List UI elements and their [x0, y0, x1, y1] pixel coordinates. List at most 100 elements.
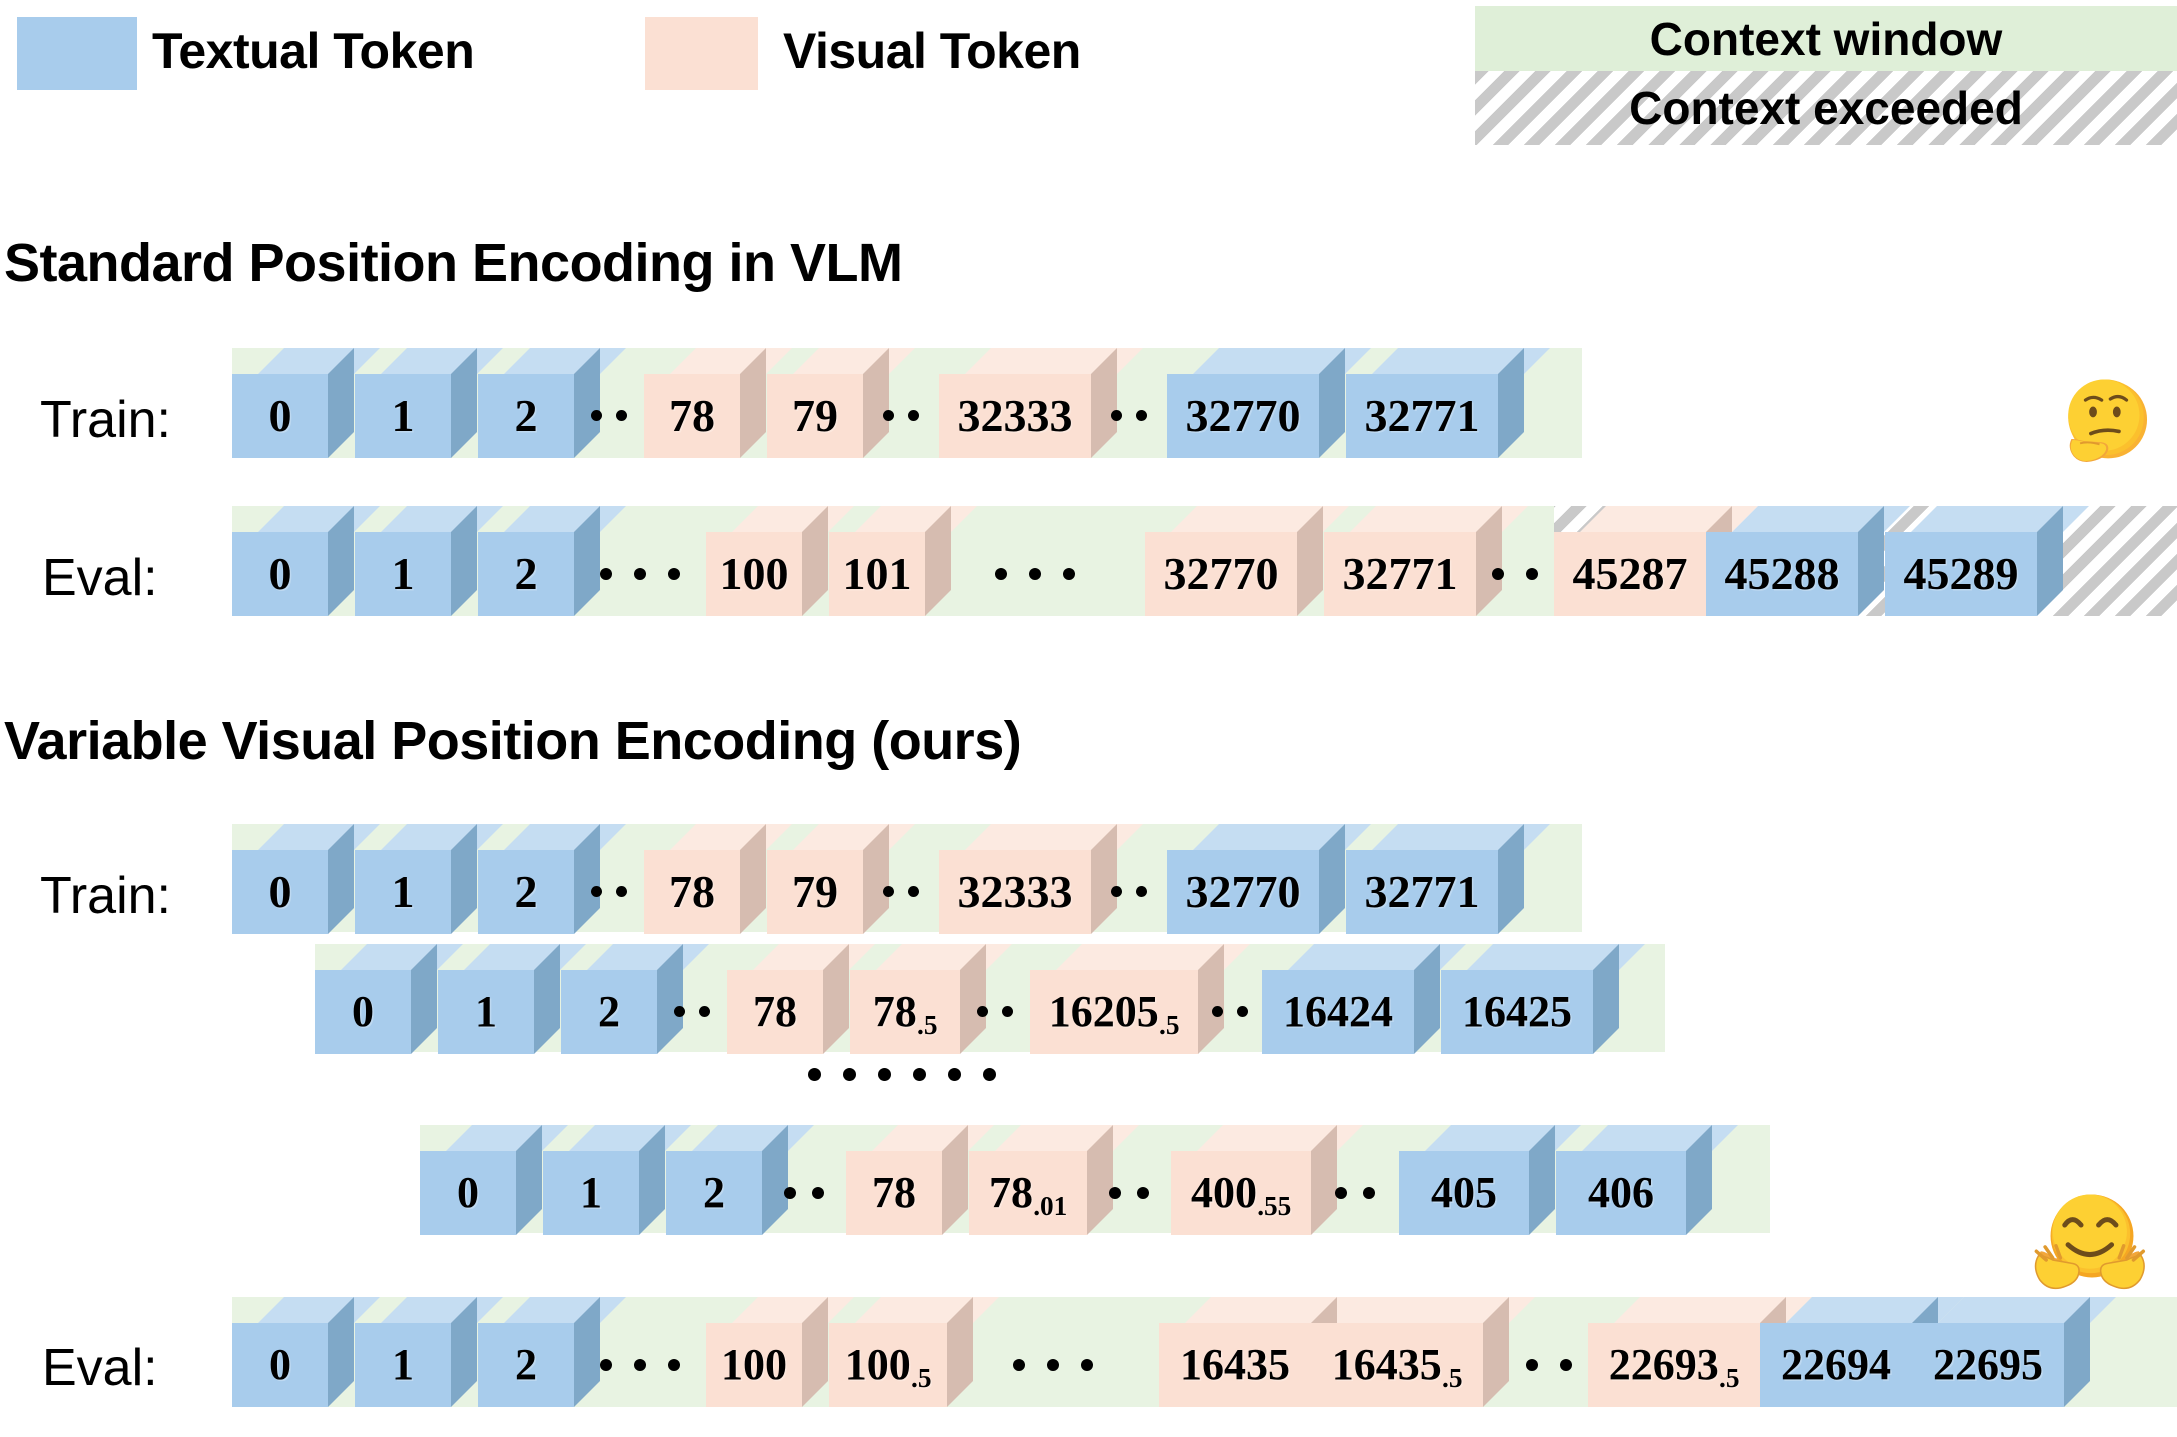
token-value: 45289: [1903, 548, 2019, 599]
ellipsis-dots: [1492, 557, 1538, 591]
token-cube-visual: 45287: [1554, 506, 1758, 616]
token-value: 1: [391, 866, 415, 917]
ellipsis-dots: [600, 1348, 680, 1382]
token-value-subscript: .5: [911, 1363, 932, 1394]
token-cube-front-face: 32771: [1324, 532, 1476, 616]
token-cube-visual: 16205.5: [1030, 944, 1250, 1054]
token-cube-front-face: 0: [232, 532, 328, 616]
token-value: 22694: [1781, 1340, 1891, 1389]
token-value: 32771: [1364, 866, 1480, 917]
token-value: 22695: [1933, 1340, 2043, 1389]
token-cube-textual: 32771: [1346, 348, 1550, 458]
token-cube-textual: 0: [232, 824, 380, 934]
legend: Textual Token Visual Token Context windo…: [0, 0, 2177, 210]
token-cube-visual: 101: [829, 506, 977, 616]
ellipsis-dots: [883, 875, 919, 909]
token-cube-textual: 406: [1556, 1125, 1738, 1235]
token-cube-textual: 1: [543, 1125, 691, 1235]
ellipsis-dots: [1335, 1176, 1375, 1210]
token-cube-textual: 16425: [1441, 944, 1645, 1054]
token-cube-front-face: 22694: [1760, 1323, 1912, 1407]
token-cube-textual: 2: [666, 1125, 814, 1235]
token-cube-textual: 0: [232, 506, 380, 616]
token-value: 0: [269, 1340, 291, 1389]
token-value: 16205.5: [1048, 987, 1180, 1041]
token-cube-front-face: 22693.5: [1588, 1323, 1760, 1407]
ellipsis-dots: [977, 995, 1013, 1029]
ellipsis-dots: [591, 399, 627, 433]
token-value: 2: [598, 987, 620, 1036]
token-cube-textual: 45288: [1706, 506, 1910, 616]
token-cube-front-face: 22695: [1912, 1323, 2064, 1407]
token-value: 32770: [1163, 548, 1279, 599]
token-value: 78: [669, 390, 715, 441]
token-cube-front-face: 32770: [1145, 532, 1297, 616]
token-value: 32333: [957, 390, 1073, 441]
token-value: 78: [872, 1168, 916, 1217]
token-cube-front-face: 405: [1399, 1151, 1529, 1235]
token-cube-textual: 32770: [1167, 824, 1371, 934]
token-cube-visual: 16435: [1159, 1297, 1363, 1407]
token-cube-front-face: 78: [727, 970, 823, 1054]
token-cube-textual: 45289: [1885, 506, 2089, 616]
token-value: 406: [1588, 1168, 1654, 1217]
token-cube-textual: 32770: [1167, 348, 1371, 458]
token-value: 78.5: [872, 987, 938, 1041]
token-cube-textual: 0: [315, 944, 463, 1054]
token-cube-visual: 79: [767, 348, 915, 458]
token-cube-top-face: [1197, 1125, 1363, 1151]
token-value: 1: [392, 1340, 414, 1389]
token-cube-visual: 100: [706, 506, 854, 616]
token-cube-front-face: 406: [1556, 1151, 1686, 1235]
token-cube-textual: 405: [1399, 1125, 1581, 1235]
token-value: 78: [753, 987, 797, 1036]
visual-token-swatch: [645, 17, 758, 90]
token-cube-textual: 22694: [1760, 1297, 1964, 1407]
token-value: 79: [792, 390, 838, 441]
token-value: 22693.5: [1608, 1340, 1740, 1394]
token-value: 0: [268, 866, 292, 917]
token-cube-front-face: 400.55: [1171, 1151, 1311, 1235]
token-cube-front-face: 45289: [1885, 532, 2037, 616]
ellipsis-dots: [1212, 995, 1248, 1029]
token-cube-textual: 1: [355, 824, 503, 934]
token-value: 2: [514, 866, 538, 917]
token-value: 0: [268, 390, 292, 441]
token-cube-front-face: 16425: [1441, 970, 1593, 1054]
token-value: 100: [719, 548, 789, 599]
token-cube-front-face: 1: [543, 1151, 639, 1235]
context-window-legend: Context window: [1475, 6, 2177, 71]
visual-token-label: Visual Token: [783, 23, 1081, 79]
context-exceeded-legend: Context exceeded: [1475, 71, 2177, 145]
token-cube-visual: 100: [706, 1297, 854, 1407]
token-cube-visual: 32333: [939, 824, 1143, 934]
ellipsis-dots: [674, 995, 710, 1029]
ellipsis-dots: [1109, 1176, 1149, 1210]
token-cube-visual: 78: [644, 824, 792, 934]
token-cube-front-face: 32770: [1167, 374, 1319, 458]
token-value: 16435.5: [1331, 1340, 1463, 1394]
token-cube-front-face: 32771: [1346, 374, 1498, 458]
token-cube-front-face: 2: [478, 1323, 574, 1407]
token-value-subscript: .5: [1159, 1010, 1180, 1041]
token-value: 1: [475, 987, 497, 1036]
token-cube-textual: 2: [478, 506, 626, 616]
token-cube-front-face: 100.5: [829, 1323, 947, 1407]
token-value: 100: [721, 1340, 787, 1389]
token-cube-front-face: 45288: [1706, 532, 1858, 616]
token-value: 32770: [1185, 866, 1301, 917]
context-exceeded-legend-label: Context exceeded: [1629, 82, 2023, 134]
token-cube-front-face: 2: [478, 532, 574, 616]
token-value: 45288: [1724, 548, 1840, 599]
token-cube-front-face: 32333: [939, 850, 1091, 934]
token-value-subscript: .5: [917, 1010, 938, 1041]
token-value: 45287: [1572, 548, 1688, 599]
ellipsis-dots: [883, 399, 919, 433]
token-value: 32770: [1185, 390, 1301, 441]
token-value: 32771: [1342, 548, 1458, 599]
token-cube-textual: 1: [355, 506, 503, 616]
token-cube-textual: 1: [355, 348, 503, 458]
token-cube-visual: 32333: [939, 348, 1143, 458]
ellipsis-dots: [784, 1176, 824, 1210]
token-cube-visual: 400.55: [1171, 1125, 1363, 1235]
